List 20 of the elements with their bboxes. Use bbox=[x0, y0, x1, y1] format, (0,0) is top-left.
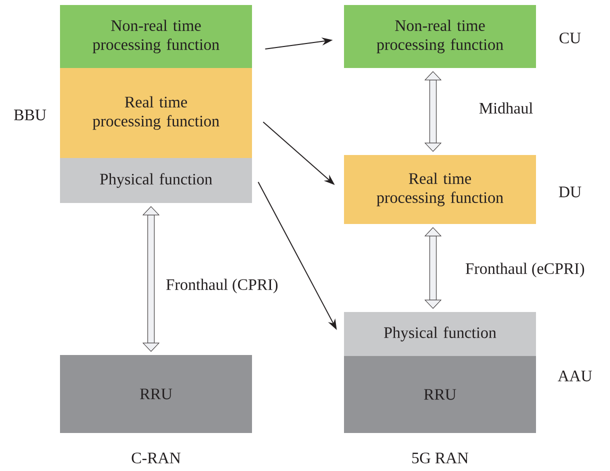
edge-label: Fronthaul (eCPRI) bbox=[464, 262, 586, 278]
unit-label: DU bbox=[558, 186, 582, 198]
edge-label: Fronthaul (CPRI) bbox=[164, 278, 280, 294]
function-box: Real time processing function bbox=[344, 155, 536, 224]
function-box: Non-real time processing function bbox=[60, 5, 252, 68]
unit-label: CU bbox=[560, 32, 581, 44]
double-arrow bbox=[142, 206, 160, 352]
edge-label: Midhaul bbox=[478, 101, 534, 115]
function-box: Non-real time processing function bbox=[344, 5, 536, 68]
unit-label: C-RAN bbox=[132, 452, 181, 464]
function-box: RRU bbox=[60, 355, 252, 433]
double-arrow bbox=[424, 71, 442, 152]
unit-label: BBU bbox=[14, 110, 46, 120]
unit-label: AAU bbox=[558, 370, 592, 382]
unit-label: 5G RAN bbox=[412, 452, 468, 464]
function-box: Real time processing function bbox=[60, 68, 252, 158]
function-box: Physical function bbox=[60, 158, 252, 203]
double-arrow bbox=[424, 227, 442, 309]
function-box: RRU bbox=[344, 356, 536, 433]
function-box: Physical function bbox=[344, 312, 536, 356]
